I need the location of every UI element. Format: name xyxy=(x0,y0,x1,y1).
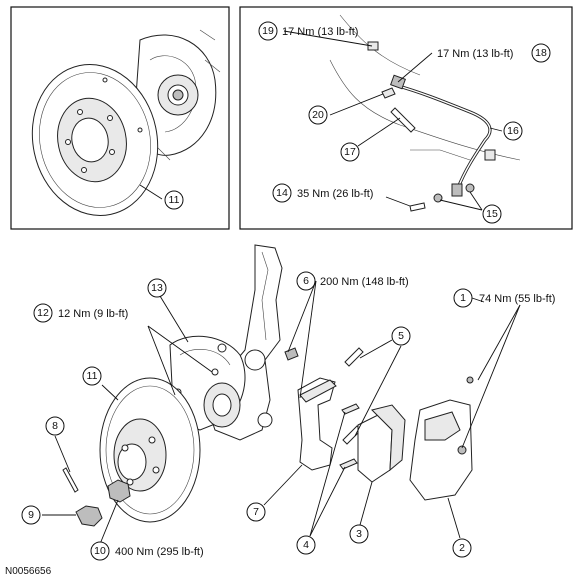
svg-text:6: 6 xyxy=(303,275,309,287)
svg-text:10: 10 xyxy=(94,545,106,557)
svg-text:11: 11 xyxy=(87,370,98,382)
torque-19: 17 Nm (13 lb-ft) xyxy=(282,26,358,38)
svg-text:14: 14 xyxy=(276,187,288,199)
svg-text:20: 20 xyxy=(312,109,324,121)
figure-code: N0056656 xyxy=(5,566,52,577)
callout-3: 3 xyxy=(349,524,369,544)
callout-14: 14 35 Nm (26 lb-ft) xyxy=(272,183,373,203)
svg-text:18: 18 xyxy=(535,47,547,59)
callout-11-main: 11 xyxy=(82,366,102,386)
svg-text:17: 17 xyxy=(344,146,356,158)
svg-text:4: 4 xyxy=(303,539,309,551)
brake-hose-illustration xyxy=(329,14,521,212)
callout-16: 16 xyxy=(503,121,523,141)
callout-7: 7 xyxy=(246,502,266,522)
hub-illustration xyxy=(203,382,241,428)
svg-text:8: 8 xyxy=(52,420,58,432)
svg-text:5: 5 xyxy=(398,330,404,342)
callout-19: 19 17 Nm (13 lb-ft) xyxy=(258,21,358,41)
torque-1: 74 Nm (55 lb-ft) xyxy=(479,293,555,305)
svg-text:13: 13 xyxy=(151,282,163,294)
callout-12: 12 12 Nm (9 lb-ft) xyxy=(33,303,128,323)
caliper-pin-upper xyxy=(344,347,364,367)
svg-text:15: 15 xyxy=(486,208,498,220)
callout-10: 10 400 Nm (295 lb-ft) xyxy=(90,541,204,561)
brake-hose-detail-panel xyxy=(239,6,573,230)
svg-text:2: 2 xyxy=(459,542,465,554)
callout-17: 17 xyxy=(340,142,360,162)
callout-11-top: 11 xyxy=(164,190,184,210)
svg-text:3: 3 xyxy=(356,528,362,540)
callout-1: 1 74 Nm (55 lb-ft) xyxy=(453,288,555,308)
pad-clip-upper xyxy=(341,403,360,415)
brake-pads-illustration xyxy=(357,404,406,483)
callout-8: 8 xyxy=(45,416,65,436)
torque-18: 17 Nm (13 lb-ft) xyxy=(437,48,513,60)
callout-5: 5 xyxy=(391,326,411,346)
torque-10: 400 Nm (295 lb-ft) xyxy=(115,546,204,558)
svg-text:11: 11 xyxy=(169,194,180,206)
nut-retainer-illustration xyxy=(75,505,103,527)
svg-text:12: 12 xyxy=(37,307,49,319)
callout-6: 6 200 Nm (148 lb-ft) xyxy=(296,271,409,291)
rotor-illustration-top xyxy=(31,29,221,216)
callout-15: 15 xyxy=(482,204,502,224)
svg-text:16: 16 xyxy=(507,125,519,137)
callout-4: 4 xyxy=(296,535,316,555)
callout-13: 13 xyxy=(147,278,167,298)
callout-9: 9 xyxy=(21,505,41,525)
callout-2: 2 xyxy=(452,538,472,558)
cotter-pin-illustration xyxy=(62,467,79,493)
torque-6: 200 Nm (148 lb-ft) xyxy=(320,276,409,288)
hub-nut-illustration xyxy=(107,479,131,503)
torque-14: 35 Nm (26 lb-ft) xyxy=(297,188,373,200)
svg-text:1: 1 xyxy=(460,292,466,304)
callout-18: 18 17 Nm (13 lb-ft) xyxy=(437,43,551,63)
callout-20: 20 xyxy=(308,105,328,125)
anchor-bracket-illustration xyxy=(297,377,337,471)
torque-12: 12 Nm (9 lb-ft) xyxy=(58,308,128,320)
svg-text:19: 19 xyxy=(262,25,274,37)
pad-clip-lower xyxy=(339,458,358,470)
svg-text:7: 7 xyxy=(253,506,259,518)
svg-text:9: 9 xyxy=(28,509,34,521)
caliper-illustration xyxy=(409,376,474,501)
anchor-bolt-upper xyxy=(284,347,299,361)
rotor-detail-panel xyxy=(10,6,230,230)
